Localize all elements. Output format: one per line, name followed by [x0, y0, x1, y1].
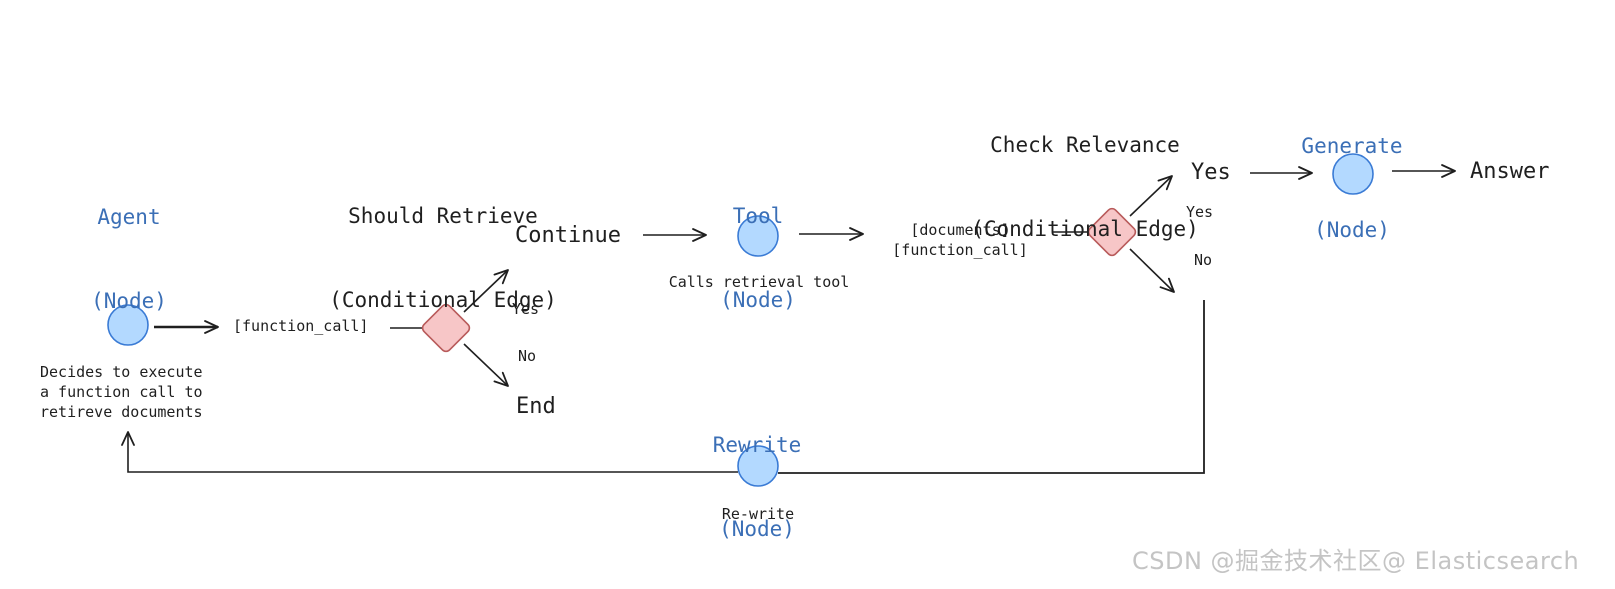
agent-output-label: [function_call] — [233, 317, 369, 335]
check-relevance-no-arrow — [1129, 248, 1175, 293]
tool-node-kind: (Node) — [720, 288, 796, 312]
check-relevance-no-label: No — [1194, 251, 1213, 269]
generate-node-kind: (Node) — [1314, 218, 1390, 242]
check-relevance-name: Check Relevance — [990, 133, 1180, 157]
generate-node-title: Generate (Node) — [1301, 76, 1402, 300]
tool-output-label: [documents] [function_call] — [892, 221, 1028, 259]
should-retrieve-no-label: No — [518, 347, 537, 365]
should-retrieve-no-arrow — [463, 343, 509, 387]
agent-node-kind: (Node) — [91, 289, 167, 313]
agent-node-name: Agent — [97, 205, 161, 229]
should-retrieve-kind: (Conditional Edge) — [329, 288, 557, 312]
tool-description: Calls retrieval tool — [668, 273, 850, 291]
should-retrieve-yes-label: Yes — [512, 300, 540, 318]
rewrite-node-name: Rewrite — [712, 433, 802, 457]
should-retrieve-diamond[interactable] — [421, 303, 472, 354]
rewrite-node-kind: (Node) — [719, 517, 795, 541]
should-retrieve-title: Should Retrieve (Conditional Edge) — [329, 146, 557, 370]
agent-description: Decides to execute a function call to re… — [40, 363, 203, 421]
agent-node-title: Agent (Node) — [91, 147, 167, 371]
continue-label: Continue — [515, 223, 621, 248]
check-relevance-yes-arrow — [1129, 175, 1173, 217]
agent-node-circle[interactable] — [107, 304, 149, 346]
no-to-rewrite-loop-line — [778, 300, 1205, 474]
end-label: End — [516, 394, 556, 419]
yes-outcome-label: Yes — [1191, 160, 1231, 185]
generate-node-circle[interactable] — [1332, 153, 1374, 195]
tool-node-title: Tool (Node) — [720, 146, 796, 370]
rewrite-description: Re-write — [721, 505, 795, 523]
generate-node-name: Generate — [1301, 134, 1403, 158]
rewrite-node-title: Rewrite (Node) — [713, 375, 802, 589]
check-relevance-kind: (Conditional Edge) — [971, 217, 1199, 241]
watermark: CSDN @掘金技术社区@ Elasticsearch — [1132, 547, 1580, 575]
rewrite-node-circle[interactable] — [737, 445, 779, 487]
should-retrieve-yes-arrow — [463, 269, 509, 313]
check-relevance-title: Check Relevance (Conditional Edge) — [971, 75, 1199, 299]
check-relevance-diamond[interactable] — [1087, 207, 1138, 258]
check-relevance-yes-label: Yes — [1186, 203, 1214, 221]
answer-label: Answer — [1470, 159, 1550, 184]
tool-node-circle[interactable] — [737, 215, 779, 257]
rewrite-to-agent-arrow — [121, 431, 738, 473]
should-retrieve-name: Should Retrieve — [348, 204, 538, 228]
tool-node-name: Tool — [732, 204, 784, 228]
